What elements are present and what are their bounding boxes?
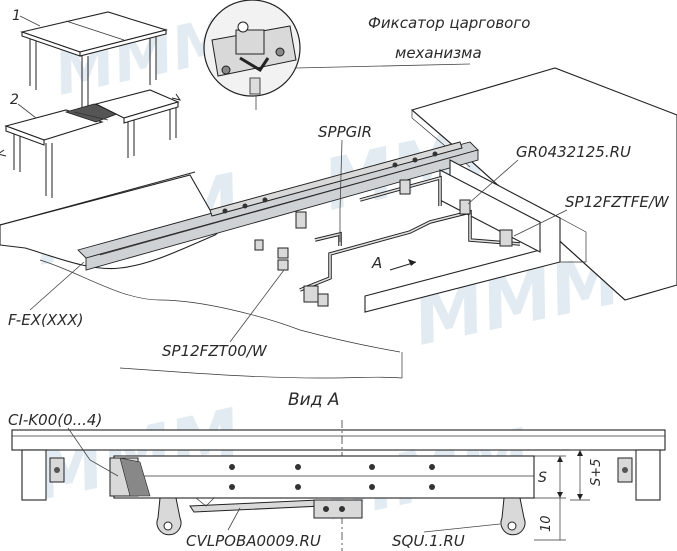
callout-2: 2 — [10, 92, 19, 108]
table-closed-illustration — [20, 11, 169, 112]
frame-holes — [229, 464, 435, 490]
label-fixator-line1: Фиксатор царгового — [368, 14, 530, 32]
label-cvlpoba: CVLPOBA0009.RU — [186, 532, 321, 550]
label-direction-a: A — [371, 254, 382, 272]
callout-1: 1 — [12, 8, 21, 24]
label-sppgir: SPPGIR — [318, 123, 372, 141]
label-dim-s: S — [538, 470, 547, 486]
label-sp12fzt00: SP12FZT00/W — [162, 342, 268, 360]
label-gr0432125: GR0432125.RU — [516, 143, 631, 161]
label-view-a: Вид A — [288, 390, 340, 410]
table-extended-illustration — [0, 89, 182, 198]
label-dim-10: 10 — [539, 515, 554, 532]
label-squ1: SQU.1.RU — [392, 532, 465, 550]
label-ci-k00: CI-K00(0...4) — [8, 411, 102, 429]
label-fixator-line2: механизма — [395, 44, 482, 62]
section-view-a — [11, 420, 666, 551]
slide-ball-bearings — [222, 151, 438, 214]
label-f-ex: F-EX(XXX) — [8, 311, 84, 329]
main-isometric-view — [0, 0, 677, 379]
brackets — [254, 179, 513, 307]
label-dim-s5: S+5 — [589, 459, 604, 486]
label-sp12fztfe: SP12FZTFE/W — [565, 193, 670, 211]
